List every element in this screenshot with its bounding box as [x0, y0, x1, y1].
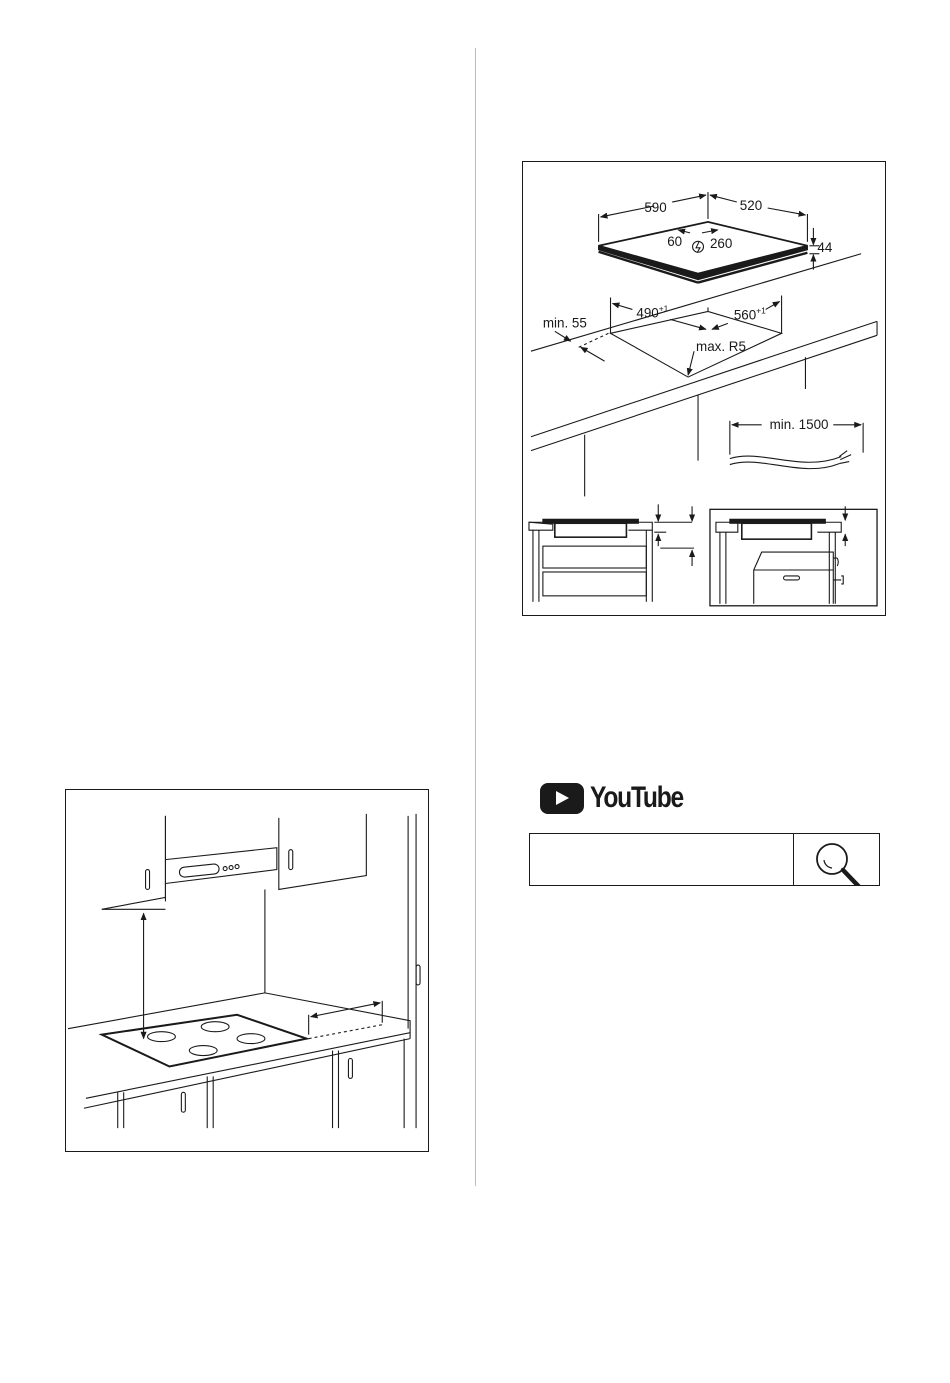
kitchen-drawing — [66, 790, 428, 1151]
dim-radius: max. R5 — [696, 339, 746, 354]
youtube-logo-box — [540, 783, 584, 814]
kitchen-placement-diagram — [65, 789, 429, 1152]
dim-min-edge: min. 55 — [543, 315, 587, 330]
dim-hob-width: 590 — [644, 200, 666, 215]
play-icon — [556, 791, 569, 805]
dim-cutout-width: 490+1 — [636, 303, 668, 320]
dim-cable: min. 1500 — [770, 417, 829, 432]
youtube-wordmark: YouTube — [590, 780, 683, 816]
column-divider — [475, 48, 476, 1186]
dim-offset-a: 60 — [667, 234, 682, 249]
youtube-search-bar — [529, 833, 880, 886]
dim-height: 44 — [817, 240, 832, 255]
magnifier-icon — [794, 834, 879, 885]
search-button[interactable] — [794, 834, 879, 885]
installation-diagram: 590 520 60 260 44 490+1 560+1 min. 55 ma… — [522, 161, 886, 616]
section-drawer-unit — [529, 504, 694, 601]
dim-hob-depth: 520 — [740, 198, 762, 213]
hob-unit — [599, 222, 808, 283]
dim-cutout-depth: 560+1 — [734, 305, 766, 322]
installation-drawing: 590 520 60 260 44 490+1 560+1 min. 55 ma… — [523, 162, 885, 615]
section-oven-unit — [710, 506, 877, 605]
youtube-logo: YouTube — [540, 780, 690, 816]
search-input[interactable] — [530, 834, 793, 885]
dim-offset-b: 260 — [710, 236, 732, 251]
